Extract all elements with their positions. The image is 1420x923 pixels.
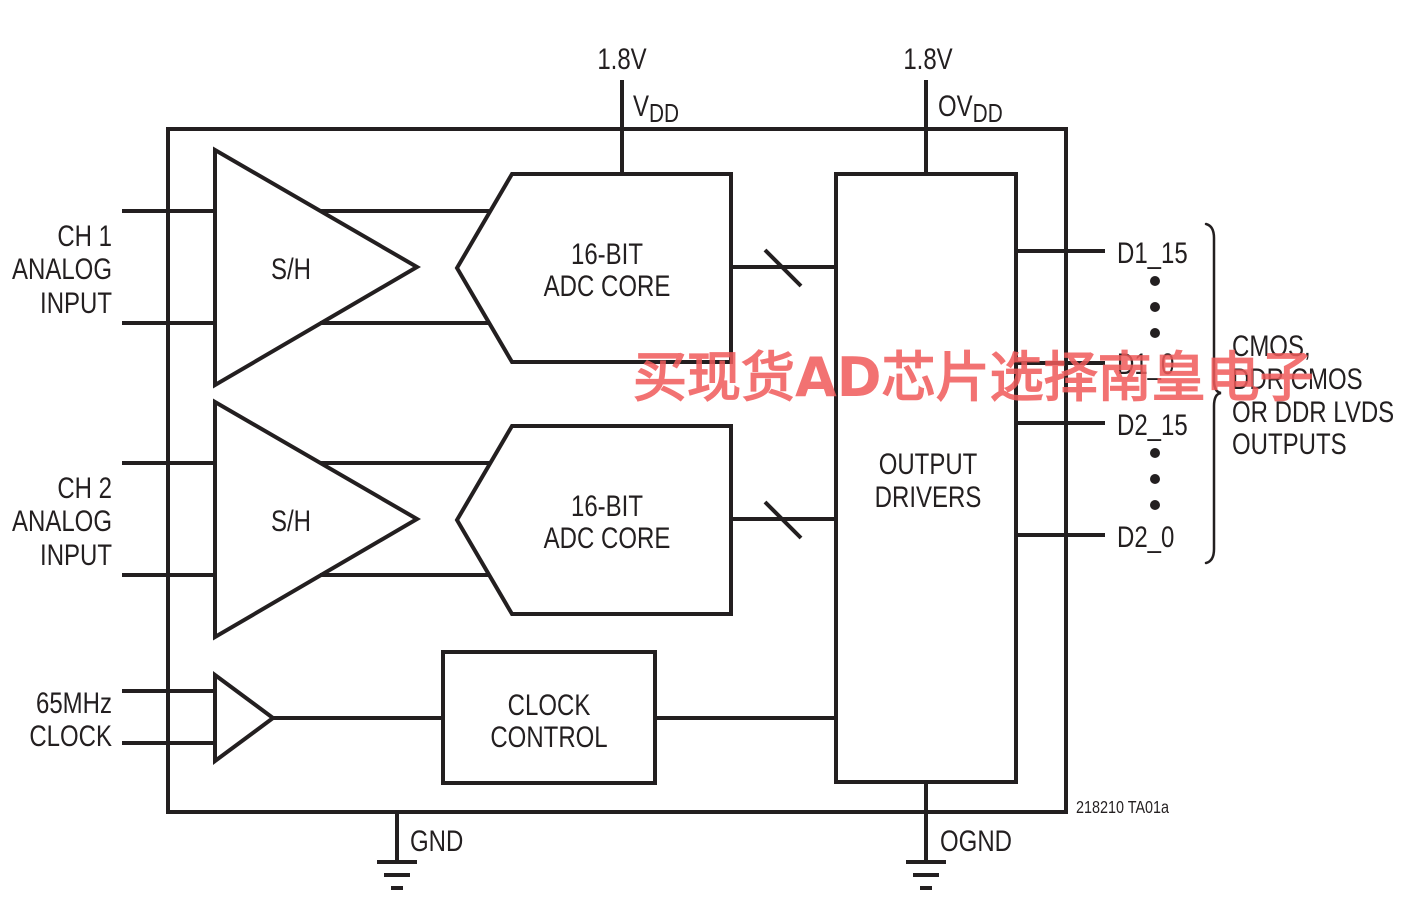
ch1-adc-label-line-1: 16-BIT [571,236,643,270]
d2-ellipsis-dot-1 [1150,448,1160,458]
ch2-label-line-1: CH 2 [57,470,112,504]
vdd-label-main: V [633,88,649,122]
ch1-adc-core-block [454,172,733,364]
output-pin-label-d2-15: D2_15 [1117,407,1188,441]
ch2-sample-hold-triangle [213,398,421,641]
ch2-bus-slash [763,500,803,540]
gnd-label: GND [410,823,463,857]
output-drivers-label-line-1: OUTPUT [879,446,978,480]
output-drivers-label-line-2: DRIVERS [875,479,982,513]
output-pin-label-d1-0: D1_0 [1117,346,1174,380]
output-description-line-2: DDR CMOS [1232,361,1363,395]
ch1-adc-label-line-2: ADC CORE [544,268,671,302]
d1-ellipsis-dot-3 [1150,328,1160,338]
d1-ellipsis-dot-1 [1150,276,1160,286]
vdd-label: VDD [633,88,679,127]
chip-outline [166,127,1068,814]
d2-ellipsis-dot-3 [1150,500,1160,510]
ch2-adc-label-line-1: 16-BIT [571,488,643,522]
ovdd-label: OVDD [938,88,1003,127]
ch1-label-line-1: CH 1 [57,218,112,252]
ch2-label-line-3: INPUT [40,537,112,571]
output-pin-label-d1-15: D1_15 [1117,235,1188,269]
ch1-bus-slash [763,248,803,288]
clock-control-label-line-2: CONTROL [490,719,607,753]
figure-id: 218210 TA01a [1076,798,1170,818]
ognd-label: OGND [940,823,1012,857]
clock-control-label-line-1: CLOCK [508,687,591,721]
ch2-label-line-2: ANALOG [12,503,112,537]
ch1-sample-hold-triangle [213,146,421,389]
vdd-voltage-label: 1.8V [597,41,646,75]
d1-ellipsis-dot-2 [1150,302,1160,312]
output-description-line-3: OR DDR LVDS [1232,394,1394,428]
clock-input-label-line-1: 65MHz [36,685,112,719]
ovdd-voltage-label: 1.8V [903,41,952,75]
ch1-label-line-3: INPUT [40,285,112,319]
ch2-adc-core-block [454,424,733,616]
output-group-brace [1204,222,1222,565]
output-description-line-4: OUTPUTS [1232,426,1347,460]
watermark: 买现货AD芯片选择南皇电子 [633,346,1314,409]
ovdd-label-main: OV [938,88,973,122]
clock-buffer-triangle [213,671,277,765]
ch2-adc-label-line-2: ADC CORE [544,520,671,554]
d2-ellipsis-dot-2 [1150,474,1160,484]
ch1-label-line-2: ANALOG [12,251,112,285]
output-pin-label-d2-0: D2_0 [1117,519,1174,553]
vdd-label-subscript: DD [649,99,679,128]
output-description-line-1: CMOS, [1232,328,1311,362]
ch1-sample-hold-label: S/H [271,251,311,285]
ovdd-label-subscript: DD [973,99,1003,128]
ch2-sample-hold-label: S/H [271,503,311,537]
clock-input-label-line-2: CLOCK [29,718,112,752]
